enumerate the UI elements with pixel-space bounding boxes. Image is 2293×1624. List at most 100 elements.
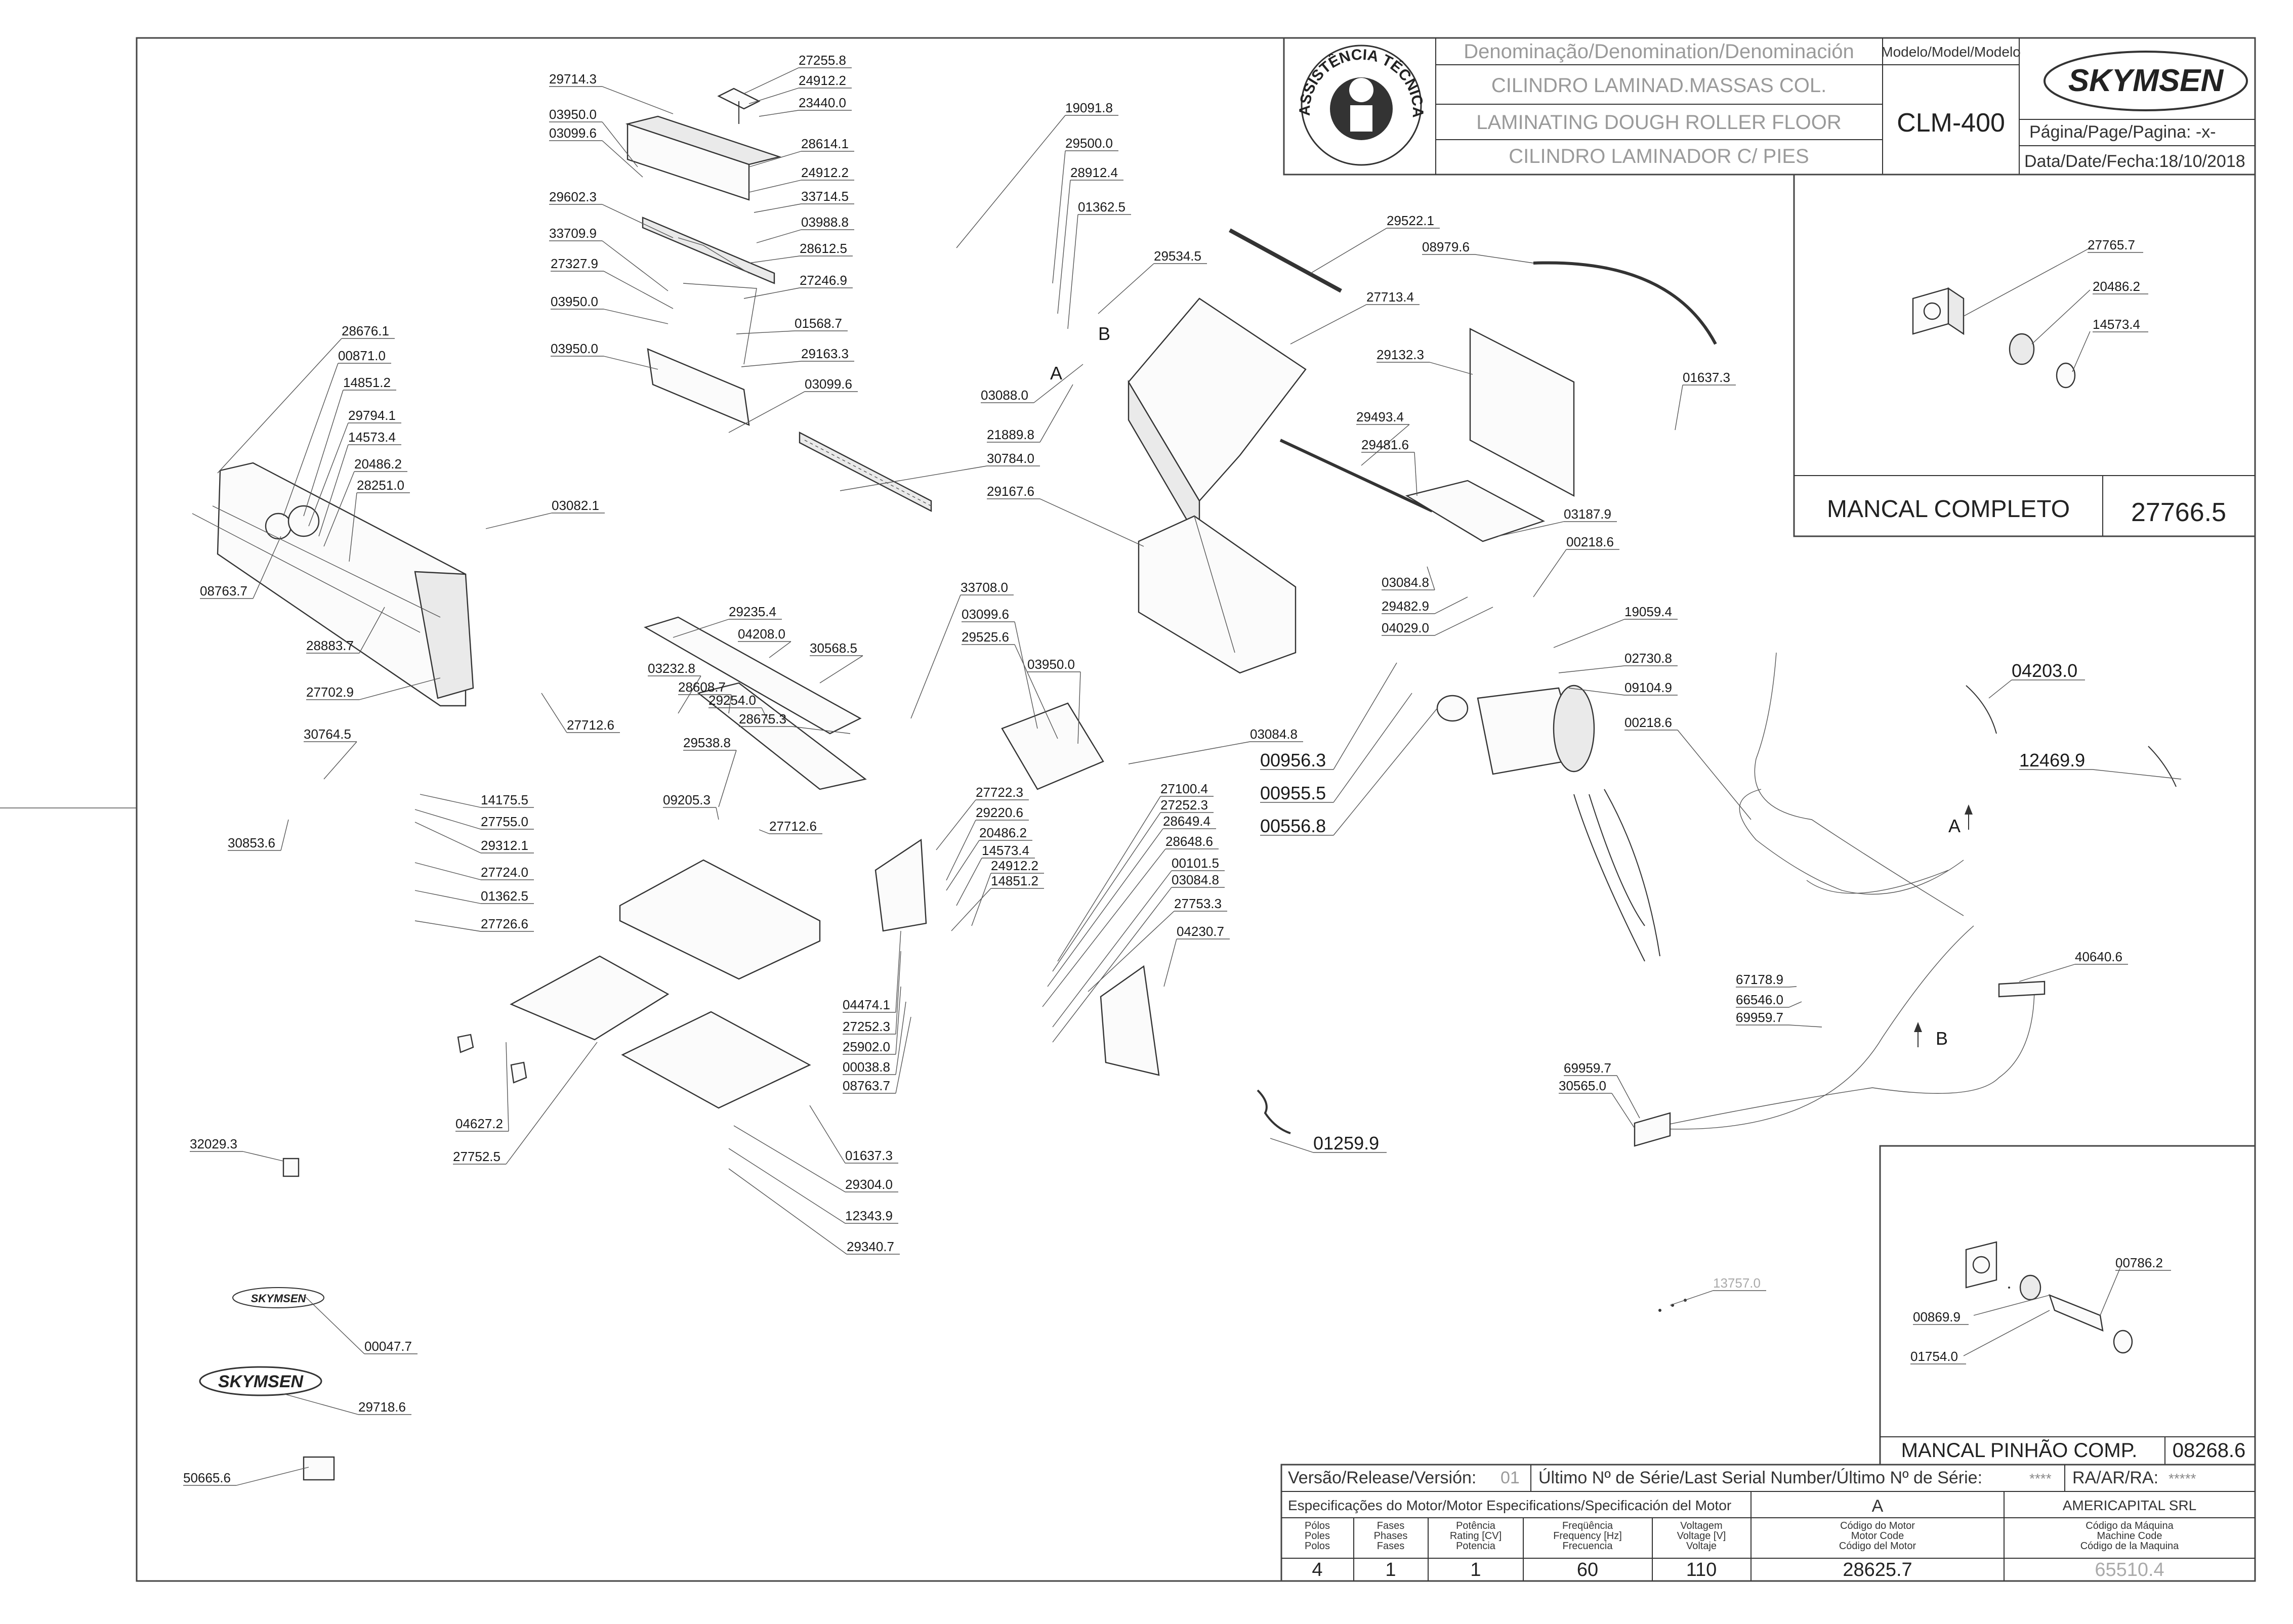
part-leaders — [183, 67, 2182, 1486]
leader-line — [733, 1125, 846, 1192]
ra-label: RA/AR/RA: — [2072, 1468, 2158, 1487]
leader-line — [1290, 304, 1367, 345]
part-number-label: 08763.7 — [200, 583, 247, 599]
leader-line — [1067, 214, 1078, 329]
leader-line — [748, 88, 799, 104]
part-number-label: 27327.9 — [551, 256, 598, 271]
motor-col-label: Frequency [Hz] — [1553, 1530, 1622, 1542]
part-number-label: 29602.3 — [549, 189, 597, 204]
leader-line — [895, 1001, 906, 1075]
leader-line — [414, 920, 481, 932]
leader-line — [485, 512, 552, 529]
denomination-header: Denominação/Denomination/Denominación — [1464, 40, 1854, 63]
leader-line — [754, 203, 802, 213]
motor-col-label: Potência — [1456, 1520, 1496, 1531]
leader-line — [819, 655, 863, 683]
part-number-label: 03099.6 — [962, 607, 1009, 622]
leader-line — [759, 110, 799, 117]
leader-line — [1434, 607, 1493, 636]
leader-line — [809, 1105, 846, 1164]
leader-line — [673, 619, 729, 638]
leader-line — [1788, 1024, 1822, 1028]
leader-line — [1310, 228, 1387, 274]
part-number-label: 04208.0 — [738, 626, 785, 642]
motor-table-header: Especificações do Motor/Motor Especifica… — [1288, 1498, 1731, 1513]
part-number-label: 33708.0 — [961, 580, 1008, 595]
part-number-label: 04203.0 — [2012, 660, 2077, 681]
leader-line — [1052, 812, 1161, 972]
part-number-label: 30565.0 — [1559, 1078, 1606, 1093]
leader-line — [2019, 964, 2075, 982]
leader-line — [741, 361, 802, 367]
detail-part-label: 00869.9 — [1913, 1309, 1961, 1324]
part-number-label: 27722.3 — [976, 785, 1023, 800]
part-number-label: 67178.9 — [1736, 972, 1783, 987]
model-code: CLM-400 — [1897, 108, 2005, 138]
part-number-label: 01362.5 — [1078, 199, 1125, 215]
exploded-view-geometry: SKYMSEN SKYMSEN — [192, 88, 2177, 1481]
motor-col-label: Pólos — [1305, 1520, 1330, 1531]
leader-line — [359, 677, 441, 700]
part-number-label: 29493.4 — [1356, 409, 1404, 424]
motor-col-value: 28625.7 — [1843, 1559, 1912, 1580]
part-number-label: 03088.0 — [981, 388, 1028, 403]
leader-line — [728, 1148, 846, 1224]
leader-line — [603, 356, 658, 370]
part-number-label: 27712.6 — [769, 819, 817, 834]
leader-line — [236, 1467, 309, 1486]
part-number-label: 28676.1 — [342, 323, 389, 338]
part-number-label: 28608.7 — [678, 679, 726, 695]
part-number-label: 27753.3 — [1174, 896, 1222, 911]
part-number-label: 03082.1 — [552, 498, 599, 513]
part-number-label: 27246.9 — [800, 273, 847, 288]
part-number-label: 01637.3 — [1683, 370, 1730, 385]
part-number-label: 00871.0 — [338, 348, 386, 363]
leader-line — [895, 1016, 911, 1094]
part-number-label: 03950.0 — [549, 107, 597, 122]
leader-line — [1057, 796, 1161, 962]
part-number-label: 08979.6 — [1422, 239, 1470, 254]
part-number-label: 28649.4 — [1163, 814, 1211, 829]
motor-col-label: Motor Code — [1851, 1530, 1904, 1542]
view-marker: A — [1050, 363, 1062, 383]
detail-part-label: 20486.2 — [2093, 279, 2140, 294]
leader-line — [1033, 364, 1083, 403]
leader-line — [1077, 671, 1081, 744]
leader-line — [602, 86, 674, 114]
part-number-label: 03084.8 — [1250, 726, 1298, 742]
page-number: Página/Page/Pagina: -x- — [2029, 122, 2216, 142]
leader-line — [602, 140, 643, 178]
part-number-label: 28614.1 — [801, 136, 849, 151]
leader-line — [748, 151, 802, 167]
leader-line — [791, 726, 851, 734]
part-number-label: 29167.6 — [987, 484, 1034, 499]
part-number-label: 01568.7 — [795, 316, 842, 331]
leader-line — [743, 287, 800, 299]
leader-line — [280, 819, 289, 851]
part-number-label: 01362.5 — [481, 888, 528, 904]
leader-line — [736, 330, 795, 334]
part-number-label: 29794.1 — [348, 408, 396, 423]
leader-line — [242, 1151, 284, 1162]
version-label: Versão/Release/Versión: — [1288, 1468, 1476, 1487]
part-number-label: 40640.6 — [2075, 949, 2122, 964]
leader-line — [318, 444, 349, 537]
part-number-label: 29340.7 — [847, 1239, 894, 1254]
part-number-label: 30853.6 — [228, 835, 275, 850]
motor-col-label: Rating [CV] — [1450, 1530, 1502, 1542]
part-number-label: 50665.6 — [183, 1470, 231, 1485]
part-number-label: 24912.2 — [799, 73, 846, 88]
leader-line — [1333, 693, 1412, 803]
leader-line — [1677, 730, 1752, 820]
leader-line — [895, 930, 901, 1013]
leader-line — [956, 858, 982, 906]
leader-line — [414, 809, 481, 830]
part-number-label: 19091.8 — [1065, 100, 1113, 115]
part-number-label: 03950.0 — [1027, 657, 1075, 672]
part-number-label: 03950.0 — [551, 341, 598, 356]
motor-col-value: 65510.4 — [2095, 1559, 2164, 1580]
serial-value: **** — [2029, 1471, 2052, 1486]
leader-line — [761, 707, 770, 724]
part-number-label: 03084.8 — [1172, 872, 1219, 887]
